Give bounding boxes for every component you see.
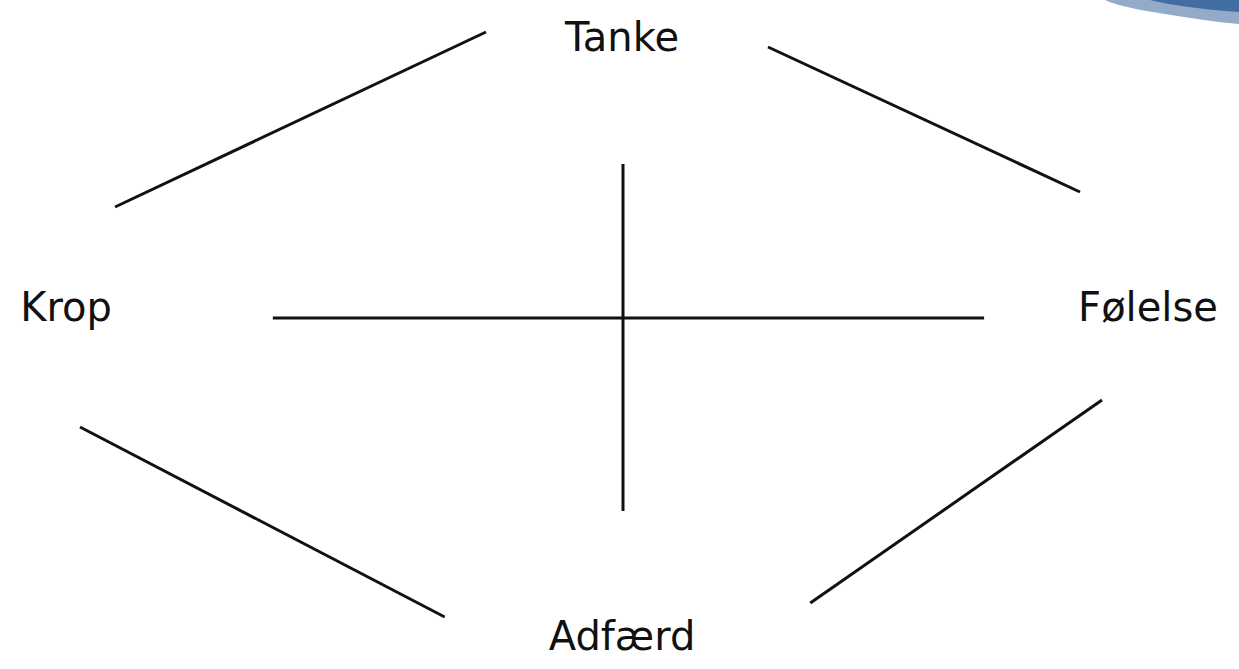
connector-line xyxy=(622,164,625,511)
connector-line xyxy=(273,317,984,320)
concept-label: Følelse xyxy=(1078,284,1218,330)
concept-label: Tanke xyxy=(565,14,679,60)
connector-line xyxy=(810,400,1102,603)
concept-word: Følelse xyxy=(1074,282,1222,332)
concept-label: Adfærd xyxy=(549,613,696,659)
concept-word: Krop xyxy=(16,282,116,332)
connector-line xyxy=(768,47,1080,192)
concept-word: Tanke xyxy=(561,12,683,62)
connector-line xyxy=(80,427,445,617)
concept-label: Krop xyxy=(20,284,112,330)
connector-line xyxy=(115,32,486,207)
concept-word: Adfærd xyxy=(545,611,700,661)
